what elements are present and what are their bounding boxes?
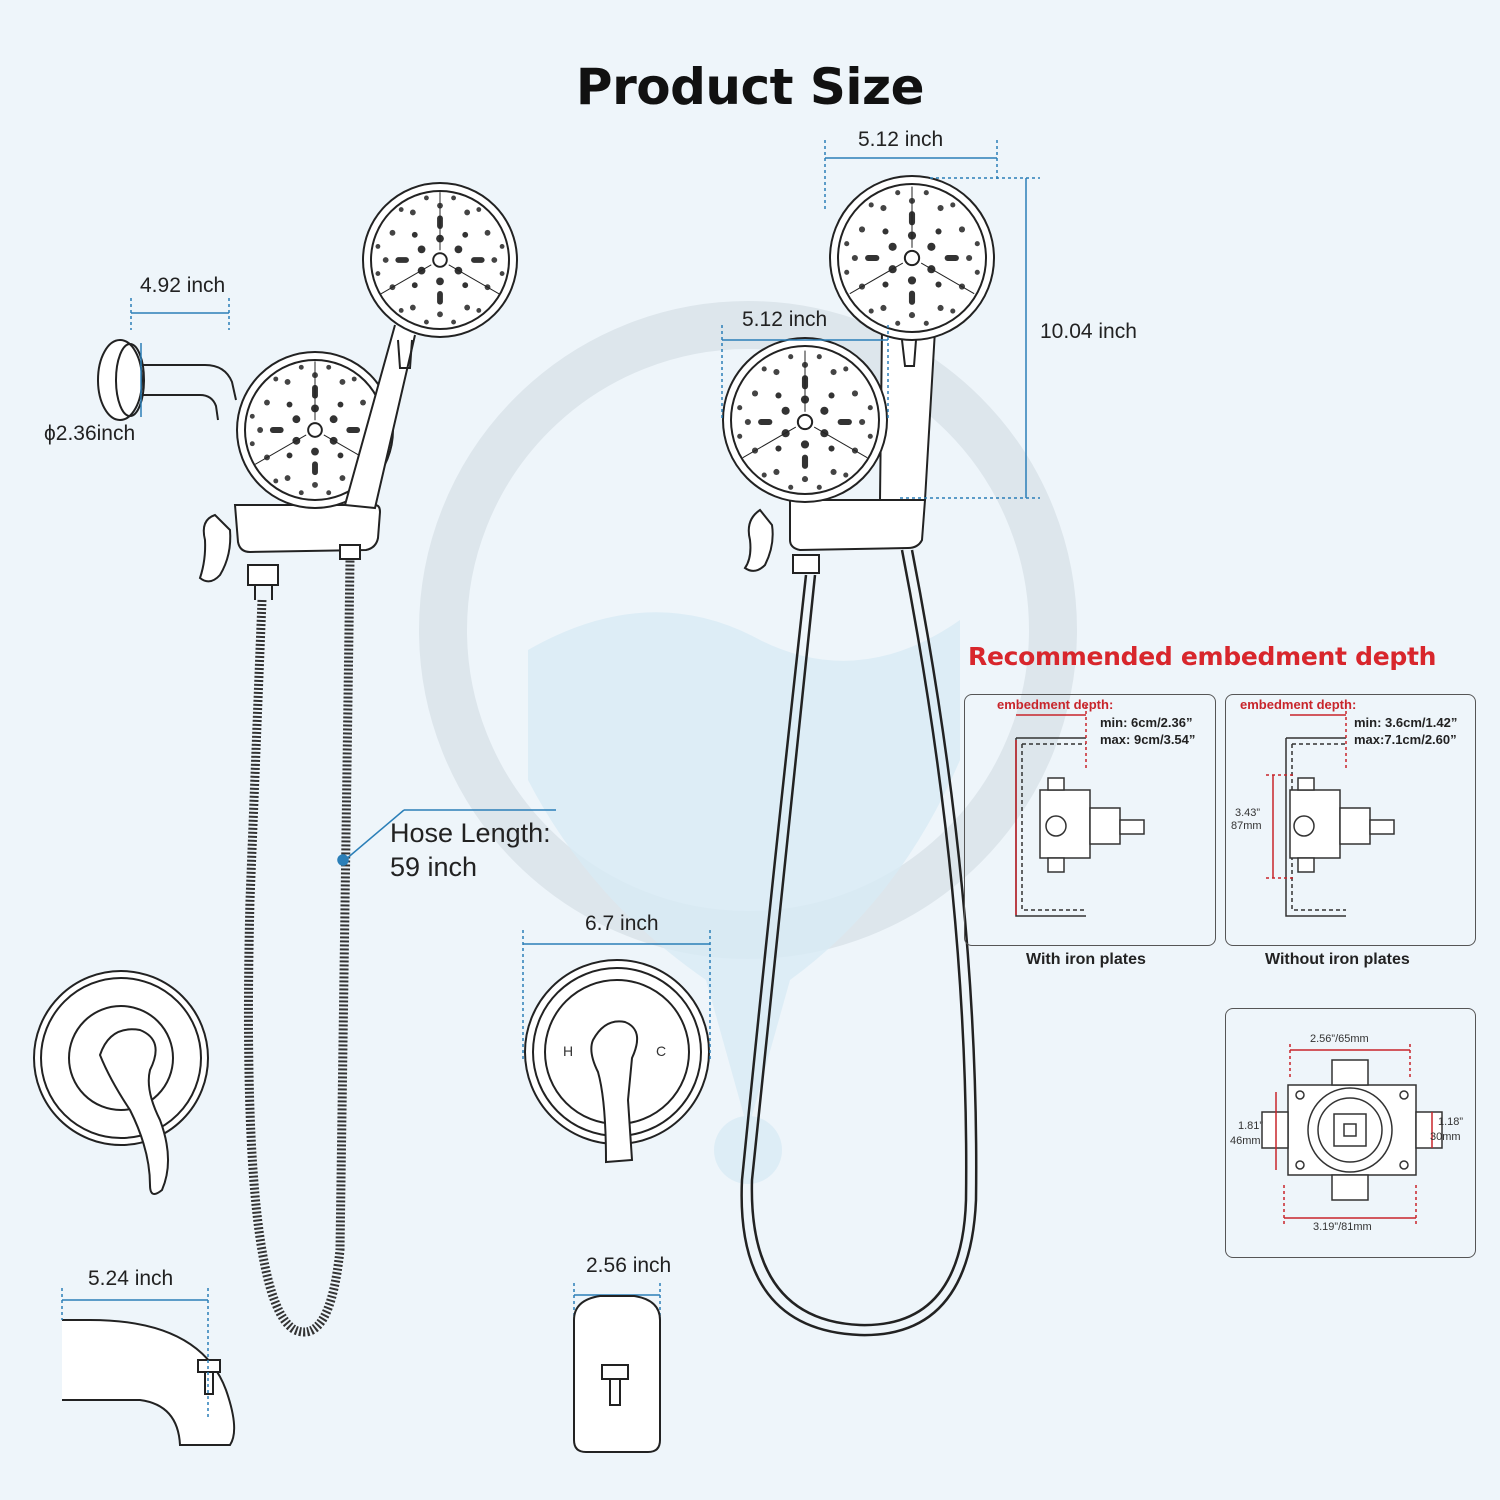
left-trim-plate — [33, 970, 209, 1195]
embedment-with-plates-drawing — [1015, 705, 1145, 917]
left-dimension-lines — [130, 298, 556, 866]
hot-mark: H — [563, 1043, 574, 1059]
fixed-head-width-label: 5.12 inch — [742, 308, 828, 331]
spout-length-label: 5.24 inch — [88, 1267, 174, 1290]
embed2-min: min: 3.6cm/1.42” — [1354, 715, 1458, 730]
embed2-side-in: 3.43” — [1235, 807, 1261, 819]
page-title: Product Size — [575, 58, 925, 116]
valve-top-dim: 2.56”/65mm — [1310, 1033, 1369, 1045]
valve-left-mm: 46mm — [1230, 1135, 1261, 1147]
embed1-depth-label: embedment depth: — [997, 697, 1114, 712]
embed1-max: max: 9cm/3.54” — [1100, 732, 1196, 747]
valve-left-in: 1.81” — [1238, 1120, 1264, 1132]
arm-length-label: 4.92 inch — [140, 274, 226, 297]
embedment-without-plates-drawing — [1266, 705, 1395, 917]
right-dimension-lines — [721, 140, 1040, 499]
right-shower-assembly — [722, 175, 995, 1337]
cold-mark: C — [656, 1043, 667, 1059]
embed2-side-mm: 87mm — [1231, 820, 1262, 832]
valve-panel — [1225, 1008, 1476, 1258]
embed1-caption: With iron plates — [1026, 951, 1146, 968]
valve-top-view-drawing — [1261, 1044, 1443, 1225]
hose-length-label: Hose Length: 59 inch — [390, 816, 551, 884]
embedment-title: Recommended embedment depth — [968, 642, 1437, 671]
middle-tub-spout — [573, 1295, 661, 1453]
embed1-min: min: 6cm/2.36” — [1100, 715, 1193, 730]
left-shower-assembly — [97, 182, 518, 1337]
valve-bottom-dim: 3.19”/81mm — [1313, 1221, 1372, 1233]
embed2-max: max:7.1cm/2.60” — [1354, 732, 1457, 747]
middle-trim-plate — [524, 959, 710, 1164]
handheld-width-label: 5.12 inch — [858, 128, 944, 151]
watermark-logo — [419, 301, 1077, 1184]
total-height-label: 10.04 inch — [1040, 320, 1137, 343]
embedment-panel-without-plates — [1225, 694, 1476, 946]
trim-dimension-lines — [522, 930, 711, 1060]
trim-width-label: 6.7 inch — [585, 912, 659, 935]
hose-length-value: 59 inch — [390, 852, 478, 882]
embedment-panel-with-plates — [964, 694, 1216, 946]
left-tub-spout — [62, 1319, 236, 1446]
spout-width-label: 2.56 inch — [586, 1254, 672, 1277]
hose-length-title: Hose Length: — [390, 818, 551, 848]
embed2-depth-label: embedment depth: — [1240, 697, 1357, 712]
valve-right-mm: 30mm — [1430, 1131, 1461, 1143]
valve-right-in: 1.18” — [1438, 1116, 1464, 1128]
flange-diameter-label: ϕ2.36inch — [44, 422, 136, 445]
embed2-caption: Without iron plates — [1265, 951, 1410, 968]
